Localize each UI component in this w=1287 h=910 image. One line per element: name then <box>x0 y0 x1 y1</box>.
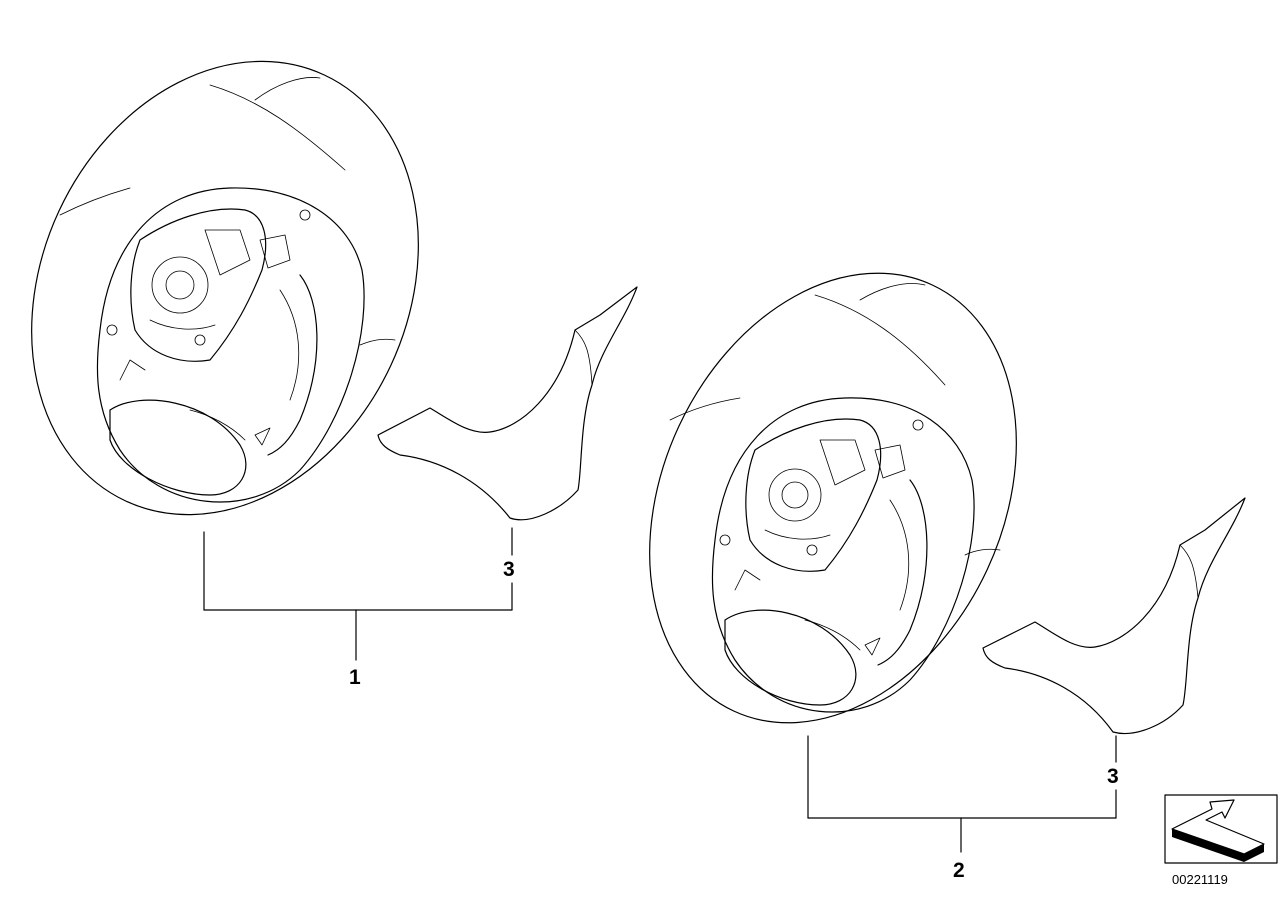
trim-cover-1 <box>377 286 638 521</box>
bracket-2 <box>807 735 1117 853</box>
trim-cover-icon <box>982 497 1246 735</box>
orientation-box <box>1164 794 1278 864</box>
steering-wheel-icon <box>649 272 1017 724</box>
bracket-1 <box>203 527 513 661</box>
direction-arrow-icon <box>1171 799 1265 862</box>
callout-part-1: 1 <box>349 666 361 689</box>
steering-wheel-icon <box>31 60 419 516</box>
trim-cover-icon <box>377 286 638 521</box>
callout-part-2: 2 <box>953 859 965 882</box>
steering-wheel-1 <box>31 60 419 516</box>
steering-wheel-2 <box>649 272 1017 724</box>
trim-cover-2 <box>982 497 1246 735</box>
callout-part-3-left: 3 <box>503 558 515 581</box>
callout-part-3-right: 3 <box>1107 765 1119 788</box>
drawing-number: 00221119 <box>1172 872 1228 887</box>
